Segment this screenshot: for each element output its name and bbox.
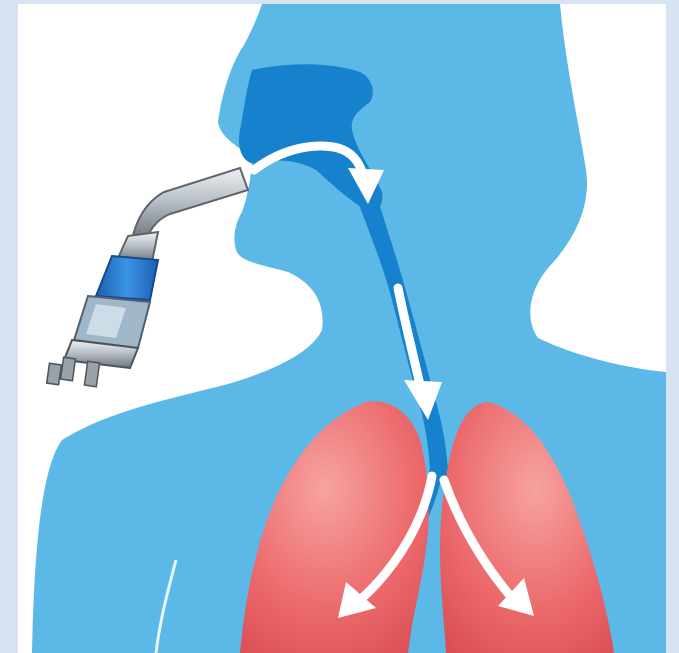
nebulizer-prong xyxy=(84,361,99,386)
nebulizer-prong xyxy=(47,363,62,384)
nebulizer-prong xyxy=(61,357,76,380)
